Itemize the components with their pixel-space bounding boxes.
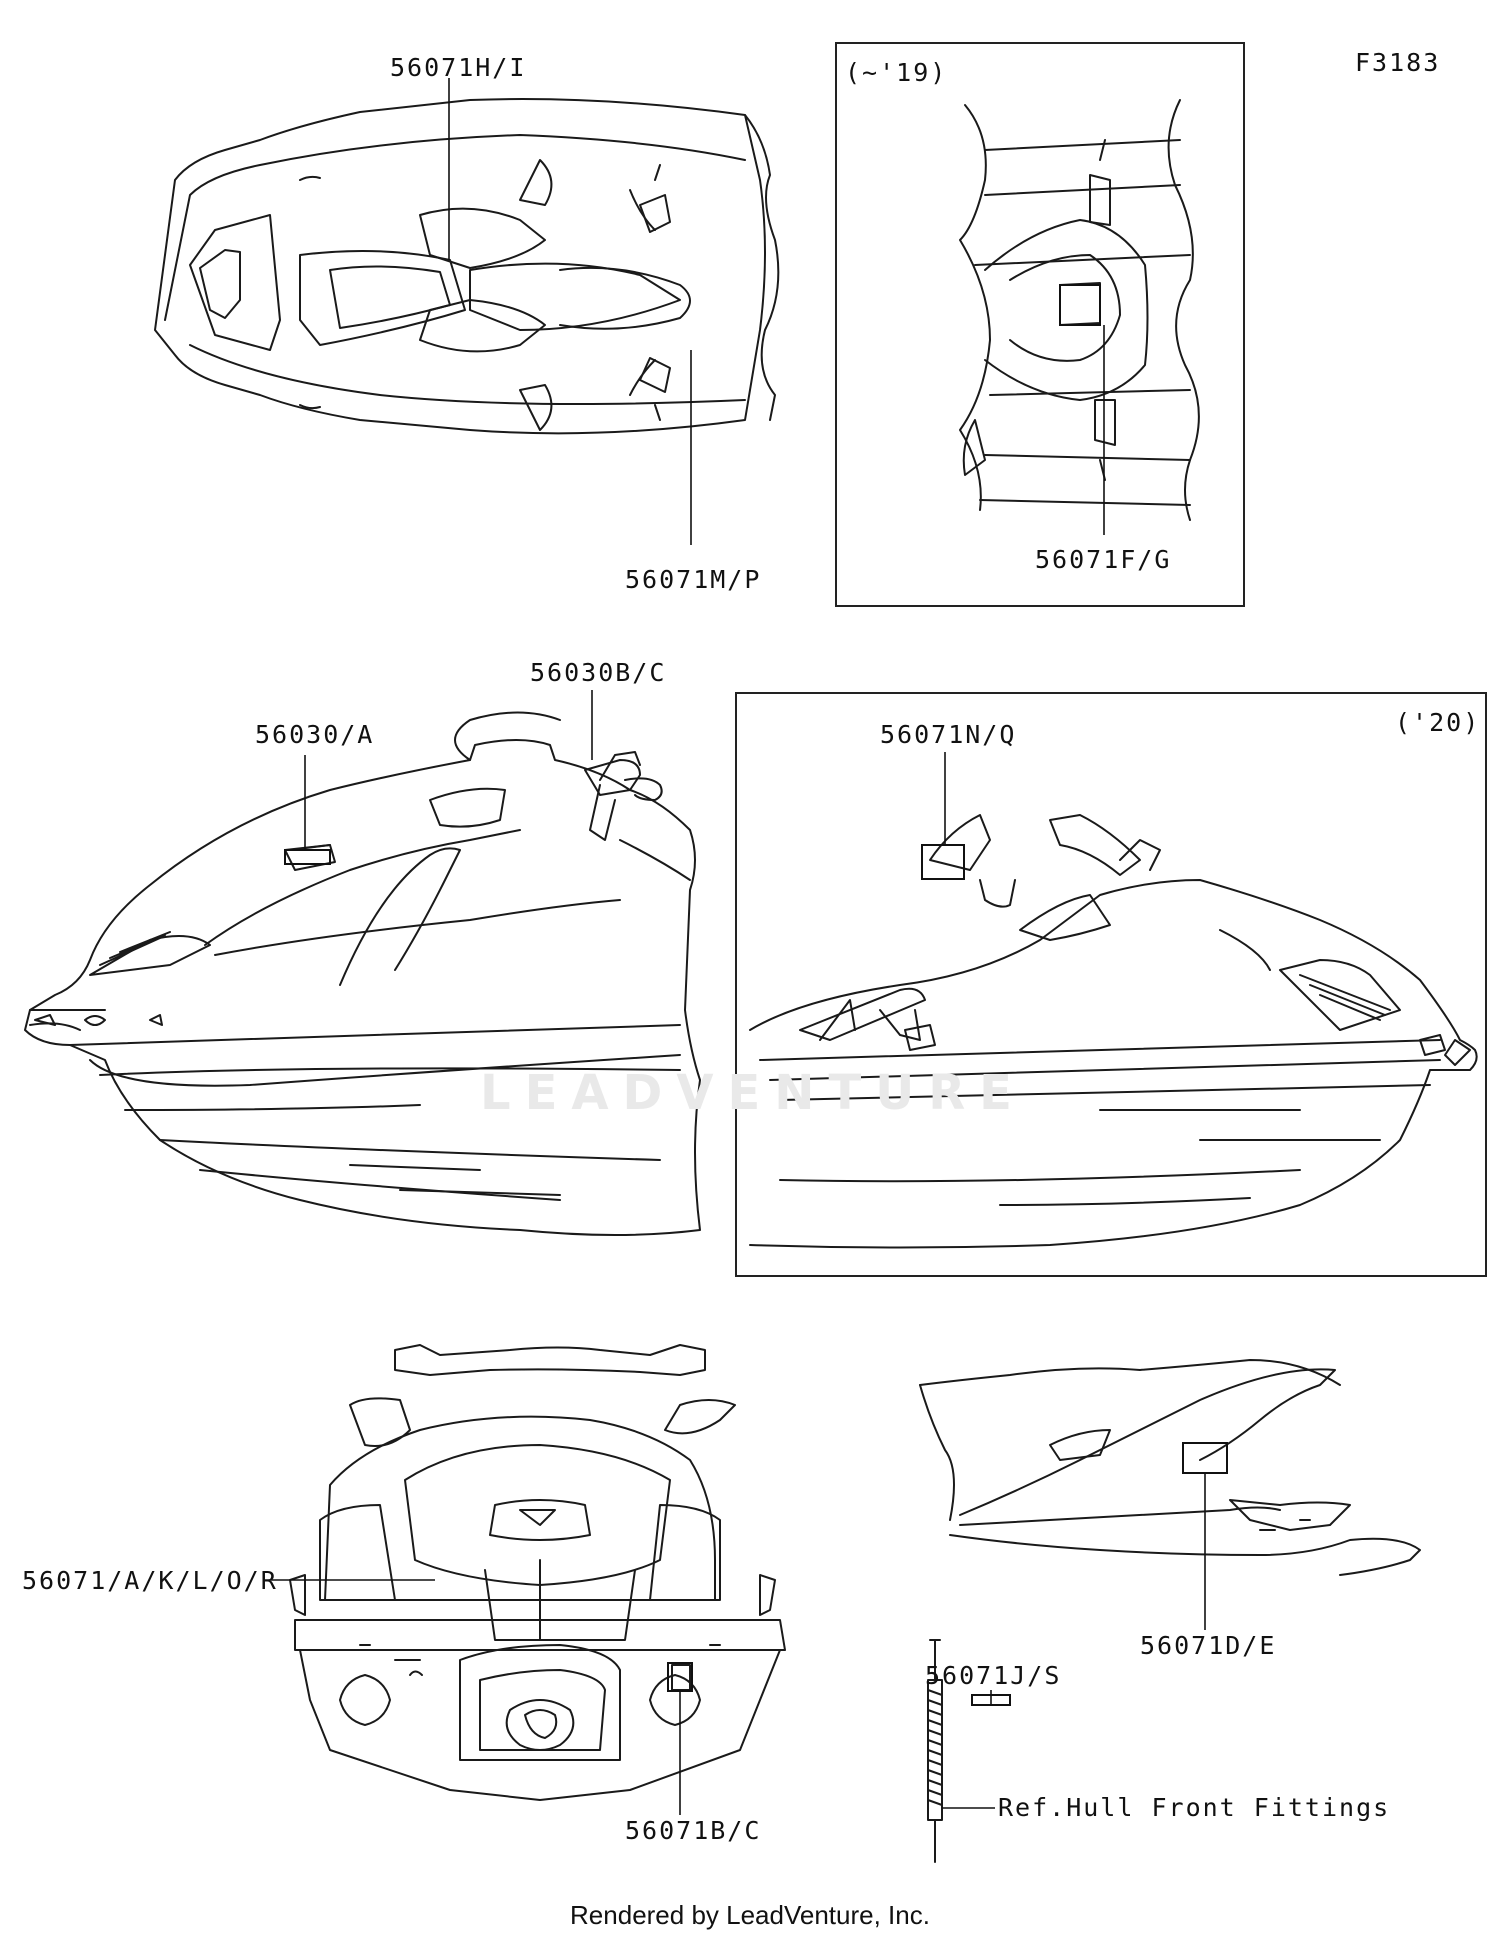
hull-fitting-art <box>927 1639 943 1863</box>
watermark-text: LEADVENTURE <box>480 1065 1026 1121</box>
figure-id: F3183 <box>1355 48 1441 77</box>
hull-front-art <box>919 1359 1421 1576</box>
callout-56071akloR: 56071/A/K/L/O/R <box>22 1566 278 1595</box>
side-view-left-craft <box>24 711 701 1236</box>
top-view-craft <box>154 98 780 435</box>
callout-56030bc: 56030B/C <box>530 658 667 687</box>
callout-56071hi: 56071H/I <box>390 53 527 82</box>
decal-56071nq-symbol <box>921 844 965 880</box>
callout-56071nq: 56071N/Q <box>880 720 1017 749</box>
ref-hull-front-fittings: Ref.Hull Front Fittings <box>998 1793 1391 1822</box>
late-model-note: ('20) <box>1395 708 1481 737</box>
late-model-inset-frame <box>735 692 1487 1277</box>
callout-56071fg: 56071F/G <box>1035 545 1172 574</box>
early-model-inset-frame <box>835 42 1245 607</box>
early-model-inset-art <box>959 99 1200 521</box>
callout-56071mp: 56071M/P <box>625 565 762 594</box>
callout-56071de: 56071D/E <box>1140 1631 1277 1660</box>
callout-56030a: 56030/A <box>255 720 375 749</box>
callout-56071bc: 56071B/C <box>625 1816 762 1845</box>
decal-56071fg-symbol <box>1059 284 1101 326</box>
decal-56030a-symbol <box>284 849 331 865</box>
early-model-note: (~'19) <box>845 58 948 87</box>
late-model-inset-art <box>749 814 1478 1249</box>
callout-56071js: 56071J/S <box>925 1661 1062 1690</box>
footer-credit: Rendered by LeadVenture, Inc. <box>570 1900 930 1930</box>
leader-lines <box>265 78 1206 1815</box>
rear-view-craft <box>289 1344 786 1801</box>
